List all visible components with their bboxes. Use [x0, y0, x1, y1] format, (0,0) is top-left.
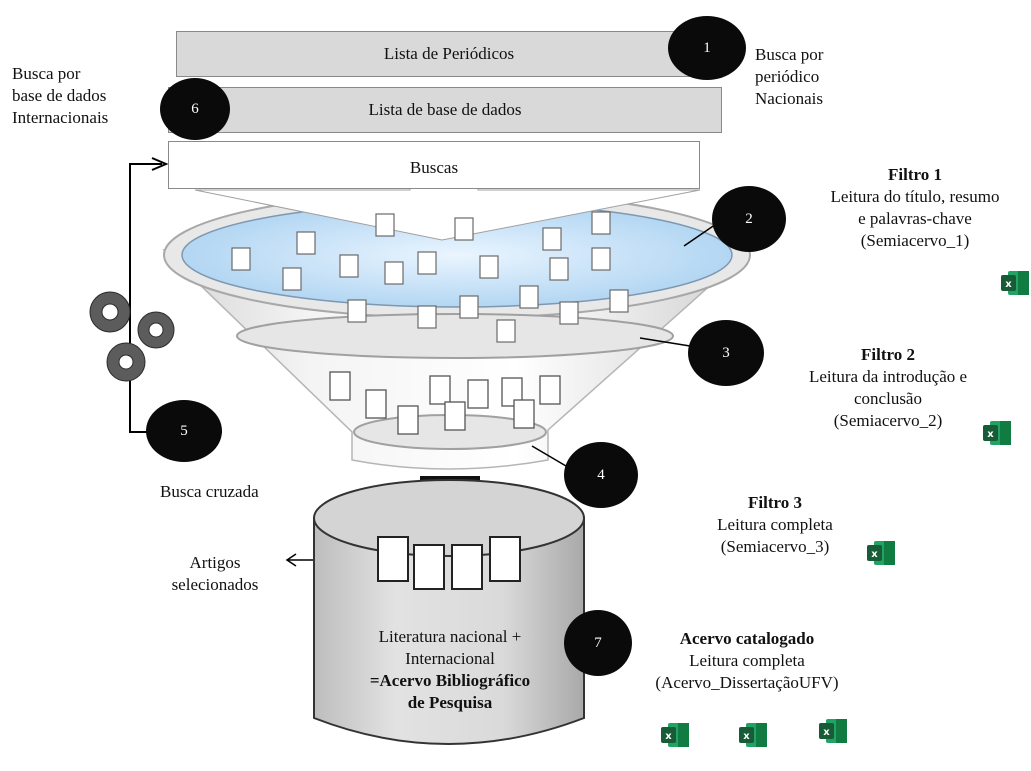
acervo-label: Acervo catalogado Leitura completa (Acer… [655, 629, 839, 692]
marker-7: 7 [564, 610, 632, 676]
buscas-label: Buscas [409, 158, 459, 177]
busca-internacional-label: Busca por base de dados Internacionais [12, 64, 109, 127]
svg-text:x: x [665, 731, 672, 742]
buscas-box: Buscas [168, 141, 700, 189]
marker-5: 5 [146, 400, 222, 462]
connector-3 [639, 337, 691, 347]
excel-icon: x [867, 541, 895, 565]
svg-text:x: x [987, 429, 994, 440]
artigos-arrowhead [285, 553, 297, 567]
artigos-label: Artigos selecionados [171, 553, 259, 594]
base-dados-label: Lista de base de dados [368, 100, 522, 119]
marker-1: 1 [668, 16, 746, 80]
cylinder-top [313, 479, 585, 557]
gears-icon [89, 291, 175, 382]
busca-nacional-label: Busca por periódico Nacionais [755, 45, 824, 108]
svg-text:x: x [743, 731, 750, 742]
periodicos-label: Lista de Periódicos [383, 44, 515, 63]
base-dados-box: Lista de base de dados [168, 87, 722, 133]
marker-4: 4 [564, 442, 638, 508]
marker-6: 6 [160, 78, 230, 140]
excel-icon: x [819, 719, 847, 743]
documents-cylinder [377, 536, 521, 590]
filtro3-label: Filtro 3 Leitura completa (Semiacervo_3) [717, 493, 833, 556]
documents-middle [329, 371, 561, 435]
svg-text:x: x [823, 727, 830, 738]
cylinder-text: Literatura nacional + Internacional =Ace… [369, 627, 531, 712]
periodicos-box: Lista de Periódicos [176, 31, 722, 77]
busca-cruzada-label: Busca cruzada [160, 482, 259, 501]
filtro1-label: Filtro 1 Leitura do título, resumo e pal… [830, 165, 1000, 250]
feedback-line [129, 163, 222, 433]
marker-3: 3 [688, 320, 764, 386]
excel-icon: x [661, 723, 689, 747]
filtro2-label: Filtro 2 Leitura da introdução e conclus… [808, 345, 968, 430]
svg-text:x: x [871, 549, 878, 560]
connector-4 [531, 445, 567, 467]
marker-2: 2 [712, 186, 786, 252]
excel-icon: x [983, 421, 1011, 445]
funnel-middle-ring [236, 313, 674, 359]
excel-icon: x [1001, 271, 1029, 295]
excel-icon: x [739, 723, 767, 747]
svg-text:x: x [1005, 279, 1012, 290]
documents-top [231, 211, 629, 343]
feedback-arrowhead [151, 157, 169, 171]
